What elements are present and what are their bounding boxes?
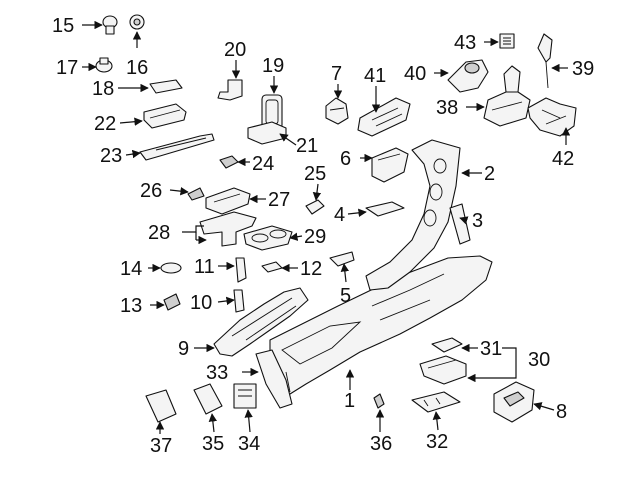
part-14-plug [160, 262, 182, 274]
part-43-switch [499, 33, 515, 49]
callout-24: 24 [252, 153, 274, 175]
callout-31: 31 [480, 338, 502, 360]
callout-18: 18 [92, 78, 114, 100]
part-31-mat [431, 337, 463, 353]
part-6-bezel [371, 147, 409, 183]
callout-4: 4 [334, 204, 345, 226]
callout-5: 5 [340, 285, 351, 307]
callout-2: 2 [484, 163, 495, 185]
part-20-bracket [217, 79, 243, 101]
part-3-side-trim [449, 203, 471, 245]
part-24-button [219, 155, 239, 169]
callout-9: 9 [178, 338, 189, 360]
callout-43: 43 [454, 32, 476, 54]
part-36-clip [373, 393, 385, 409]
callout-28: 28 [148, 222, 170, 244]
part-9-frame [213, 287, 309, 357]
callout-1: 1 [344, 390, 355, 412]
leader-lines [82, 20, 571, 434]
part-12-foil [261, 261, 283, 273]
callout-19: 19 [262, 55, 284, 77]
callout-6: 6 [340, 148, 351, 170]
part-8-tray [493, 381, 535, 423]
callout-37: 37 [150, 435, 172, 457]
part-4-pad [365, 201, 405, 217]
part-18-pad [149, 79, 183, 94]
callout-3: 3 [472, 210, 483, 232]
part-28-bracket [199, 211, 257, 247]
part-15-clip [102, 15, 118, 35]
callout-7: 7 [331, 63, 342, 85]
callout-40: 40 [404, 63, 426, 85]
callout-32: 32 [426, 431, 448, 453]
callout-15: 15 [52, 15, 74, 37]
part-22-tray [143, 103, 187, 129]
callout-27: 27 [268, 189, 290, 211]
part-13-clip [163, 293, 181, 311]
part-16-clip [129, 14, 145, 30]
callout-36: 36 [370, 433, 392, 455]
callout-41: 41 [364, 65, 386, 87]
callout-14: 14 [120, 258, 142, 280]
callout-25: 25 [304, 163, 326, 185]
part-37-cover [145, 389, 177, 423]
part-2-upper-trim [365, 139, 461, 291]
part-35-cover [193, 383, 223, 415]
callout-20: 20 [224, 39, 246, 61]
part-38-shifter [483, 65, 531, 127]
part-32-mat [411, 391, 461, 413]
part-34-panel [233, 383, 257, 409]
callout-33: 33 [206, 362, 228, 384]
part-33-panel [255, 349, 293, 409]
part-26-clip [187, 187, 205, 201]
callout-16: 16 [126, 57, 148, 79]
callout-21: 21 [296, 135, 318, 157]
callout-17: 17 [56, 57, 78, 79]
part-10-bracket [233, 289, 245, 313]
part-5-bracket [329, 251, 355, 267]
part-40-shift-boot [447, 59, 489, 93]
callout-26: 26 [140, 180, 162, 202]
callout-30: 30 [528, 349, 550, 371]
part-30-bin [419, 355, 467, 385]
callout-8: 8 [556, 401, 567, 423]
callout-39: 39 [572, 58, 594, 80]
callout-29: 29 [304, 226, 326, 248]
callout-12: 12 [300, 258, 322, 280]
part-27-tray [205, 187, 251, 215]
callout-23: 23 [100, 145, 122, 167]
part-21-box [247, 121, 287, 145]
callout-13: 13 [120, 295, 142, 317]
callout-10: 10 [190, 292, 212, 314]
part-29-cupholder [243, 225, 293, 251]
part-41-switch-panel [357, 97, 411, 137]
part-7-knob [325, 97, 349, 125]
callout-labels: 15 16 17 18 22 23 20 19 21 24 7 41 43 40… [52, 15, 594, 457]
callout-35: 35 [202, 433, 224, 455]
part-17-clip [95, 57, 113, 73]
callout-22: 22 [94, 113, 116, 135]
callout-34: 34 [238, 433, 260, 455]
callout-38: 38 [436, 97, 458, 119]
part-42-trim [527, 97, 577, 137]
callout-11: 11 [194, 256, 215, 278]
part-25-button [305, 199, 325, 215]
part-39-shift-knob [537, 33, 553, 89]
part-23-trim-strip [139, 133, 215, 161]
callout-42: 42 [552, 148, 574, 170]
part-11-bracket [235, 257, 247, 283]
